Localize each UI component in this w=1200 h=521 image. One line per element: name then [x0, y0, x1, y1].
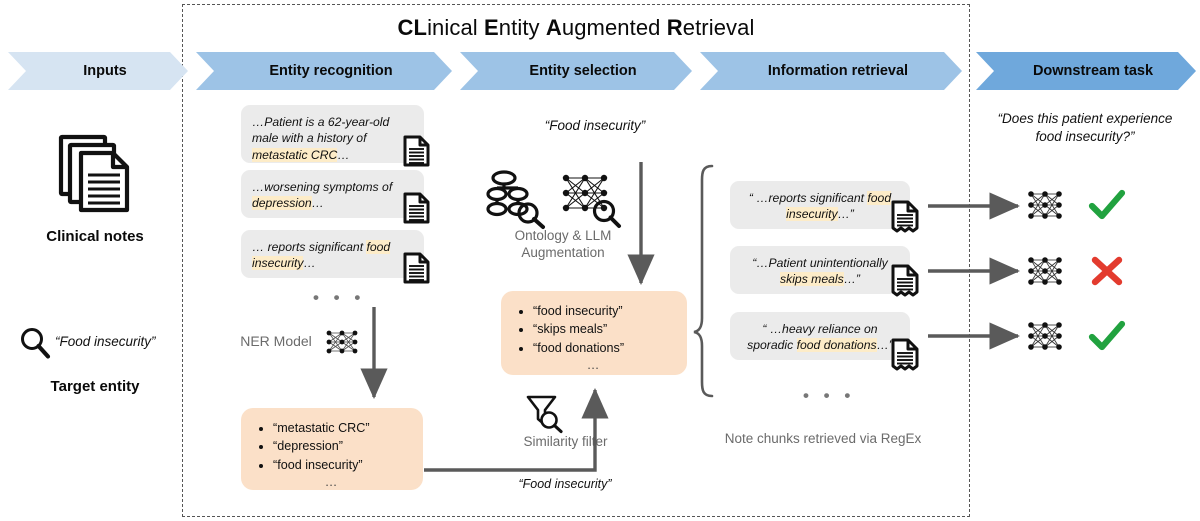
stage-arrow-band: Inputs Entity recognition Entity selecti…: [0, 52, 1200, 90]
stage-arrow-label: Entity selection: [529, 63, 637, 79]
ner-model-label: NER Model: [240, 333, 312, 349]
clinical-note-bubble: …Patient is a 62-year-old male with a hi…: [241, 105, 424, 163]
note-text-post: …: [303, 256, 316, 271]
entity-list-item: “depression”: [273, 438, 411, 455]
cross-icon: [1090, 256, 1124, 286]
note-text-pre: …worsening symptoms of: [252, 180, 393, 194]
page-title: CLinical Entity Augmented Retrieval: [397, 15, 755, 40]
note-chunks-caption: Note chunks retrieved via RegEx: [724, 431, 922, 446]
note-entity-highlight: metastatic CRC: [252, 147, 338, 162]
chunk-entity-highlight: food donations: [796, 338, 877, 353]
note-text-pre: …Patient is a 62-year-old male with a hi…: [252, 115, 390, 146]
chunk-text-post: …”: [837, 207, 854, 222]
note-text-post: …: [337, 147, 350, 162]
chunks-ellipsis: • • •: [803, 386, 856, 405]
note-chunk-bubble: “…Patient unintentionally skips meals…”: [730, 246, 910, 294]
neural-network-icon: [1026, 320, 1064, 352]
candidate-list-item: “food insecurity”: [533, 303, 675, 320]
target-entity-value: “Food insecurity”: [55, 334, 156, 349]
stage-arrow-label: Entity recognition: [269, 63, 393, 79]
note-chunk-bubble: “ …reports significant food insecurity…”: [730, 181, 910, 229]
neural-network-icon: [1026, 255, 1064, 287]
torn-document-icon: [891, 200, 919, 234]
stage-arrow-label: Downstream task: [1032, 63, 1154, 79]
chunk-text-post: …”: [876, 338, 893, 353]
document-icon: [403, 135, 430, 167]
torn-document-icon: [891, 338, 919, 372]
neural-network-icon: [1026, 189, 1064, 221]
check-icon: [1088, 320, 1126, 352]
magnifier-icon: [18, 326, 52, 360]
chunk-text-pre: “ …heavy reliance on sporadic: [747, 322, 878, 353]
ontology-search-icon: [486, 170, 549, 229]
entity-list-item: “metastatic CRC”: [273, 420, 411, 437]
note-text-pre: … reports significant: [252, 240, 367, 254]
pipeline-frame: [182, 4, 970, 517]
candidate-list-item: “skips meals”: [533, 321, 675, 338]
clinical-note-bubble: … reports significant food insecurity…: [241, 230, 424, 278]
chunk-entity-highlight: skips meals: [780, 272, 844, 287]
note-entity-highlight: depression: [252, 196, 312, 211]
recognized-entities-box: “metastatic CRC” “depression” “food inse…: [241, 408, 423, 490]
chunk-text-post: …”: [843, 272, 860, 287]
neural-network-search-icon: [560, 170, 622, 228]
stage-arrow-label: Inputs: [83, 63, 127, 79]
neural-network-icon: [325, 328, 359, 356]
augmentation-label: Ontology & LLM Augmentation: [514, 228, 612, 260]
entity-list-item: “food insecurity”: [273, 457, 411, 474]
stage-arrow-label: Information retrieval: [767, 63, 909, 79]
check-icon: [1088, 189, 1126, 221]
target-entity-label: Target entity: [50, 378, 140, 395]
clinical-note-bubble: …worsening symptoms of depression…: [241, 170, 424, 218]
candidate-entities-box: “food insecurity” “skips meals” “food do…: [501, 291, 687, 375]
similarity-filter-label: Similarity filter: [523, 434, 608, 449]
entity-selection-query: “Food insecurity”: [544, 118, 646, 133]
funnel-search-icon: [525, 393, 563, 434]
stage-arrow-information-retrieval[interactable]: Information retrieval: [700, 52, 962, 90]
document-icon: [403, 252, 430, 284]
feedback-query-label: “Food insecurity”: [518, 477, 612, 491]
stage-arrow-entity-recognition[interactable]: Entity recognition: [196, 52, 452, 90]
clinical-notes-label: Clinical notes: [46, 228, 144, 245]
entity-list-ellipsis: …: [324, 475, 340, 490]
downstream-question: “Does this patient experience food insec…: [997, 111, 1173, 145]
chunk-text-pre: “ …reports significant: [748, 191, 868, 205]
document-icon: [403, 192, 430, 224]
chunk-text-pre: “…Patient unintentionally: [752, 256, 888, 270]
note-chunk-bubble: “ …heavy reliance on sporadic food donat…: [730, 312, 910, 360]
note-text-post: …: [311, 196, 324, 211]
stage-arrow-entity-selection[interactable]: Entity selection: [460, 52, 692, 90]
stage-arrow-inputs[interactable]: Inputs: [8, 52, 188, 90]
stacked-documents-icon: [57, 133, 135, 213]
torn-document-icon: [891, 264, 919, 298]
candidate-list-ellipsis: …: [586, 358, 602, 373]
notes-ellipsis: • • •: [313, 288, 366, 307]
candidate-list-item: “food donations”: [533, 340, 675, 357]
stage-arrow-downstream-task[interactable]: Downstream task: [976, 52, 1196, 90]
